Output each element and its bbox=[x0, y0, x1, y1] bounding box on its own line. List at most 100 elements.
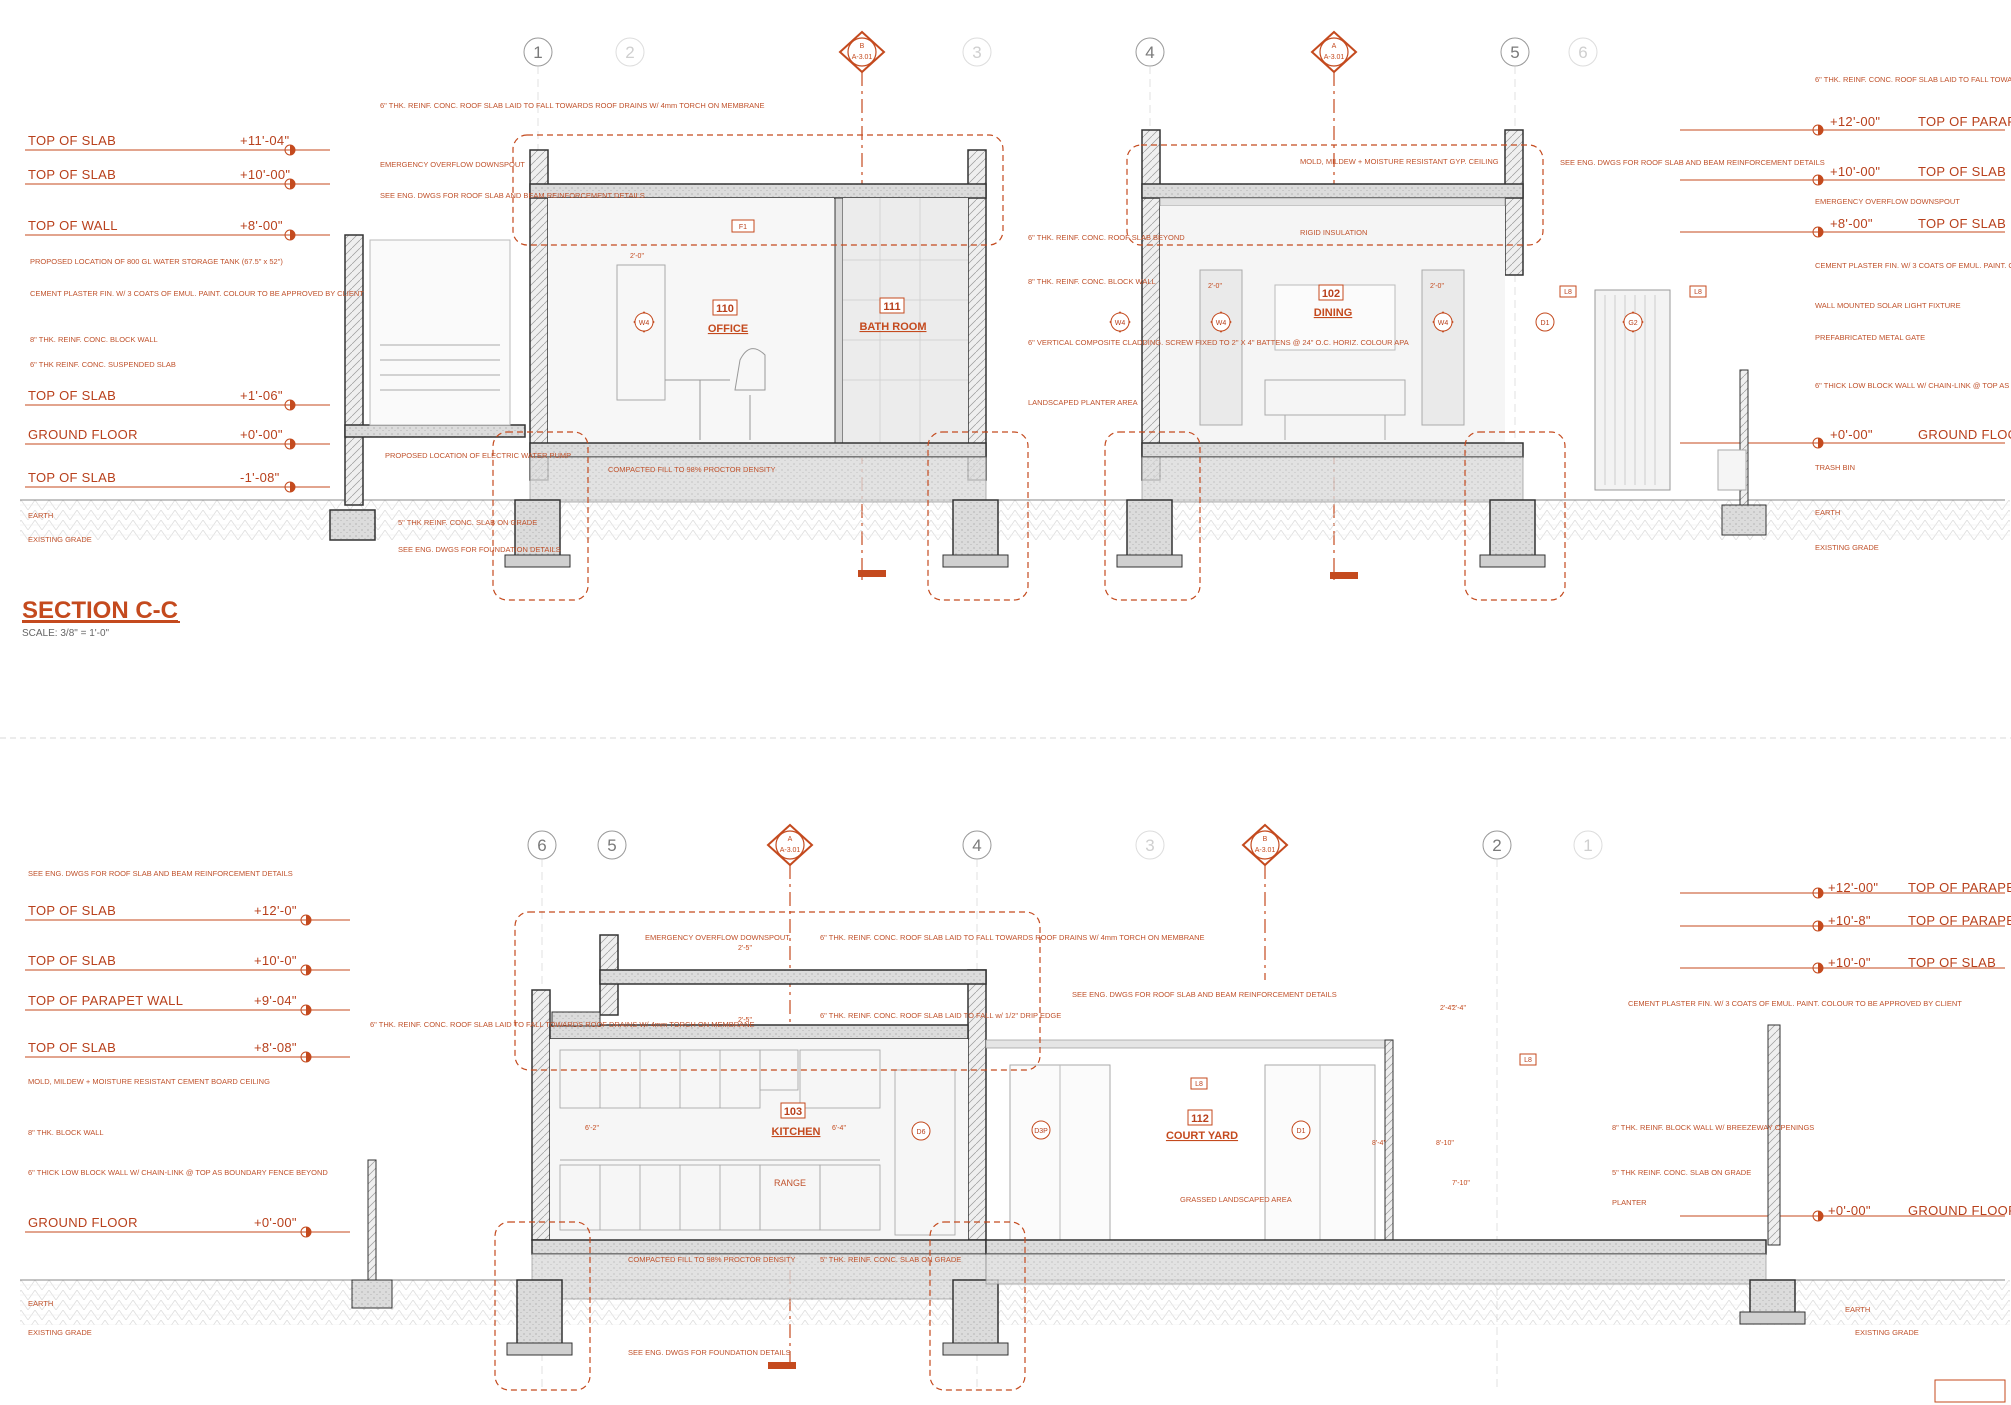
office-bath-building bbox=[504, 149, 1009, 568]
level-value: +8'-00" bbox=[1830, 216, 1873, 231]
level-line: TOP OF SLAB +10'-0" bbox=[1680, 955, 2005, 974]
note: CEMENT PLASTER FIN. W/ 3 COATS OF EMUL. … bbox=[30, 289, 364, 298]
level-name: TOP OF SLAB bbox=[28, 903, 116, 918]
level-value: -1'-08" bbox=[240, 470, 280, 485]
section-marker-b-lower: B A-3.01 bbox=[1241, 823, 1289, 980]
notes-right-lower: CEMENT PLASTER FIN. W/ 3 COATS OF EMUL. … bbox=[1612, 999, 1962, 1337]
room-tag-office: 110 OFFICE bbox=[708, 299, 748, 335]
courtyard bbox=[351, 1024, 1806, 1325]
note: 8" THK. REINF. CONC. BLOCK WALL bbox=[30, 335, 158, 344]
level-line: TOP OF PARAPET +12'-00" bbox=[1680, 114, 2011, 136]
earth-band bbox=[20, 500, 2010, 540]
note: 6" THK. REINF. CONC. ROOF SLAB LAID TO F… bbox=[820, 1011, 1061, 1020]
note: 6" THK. REINF. CONC. ROOF SLAB LAID TO F… bbox=[1815, 75, 2011, 84]
note: WALL MOUNTED SOLAR LIGHT FIXTURE bbox=[1815, 301, 1961, 310]
level-line: TOP OF SLAB +10'-00" bbox=[25, 167, 330, 190]
tag-label: L8 bbox=[1694, 289, 1702, 296]
notes-left-lower: SEE ENG. DWGS FOR ROOF SLAB AND BEAM REI… bbox=[28, 869, 328, 1337]
grid-label: 6 bbox=[537, 836, 546, 855]
marker-sheet: A-3.01 bbox=[852, 54, 873, 61]
notes-mid-upper: 6" THK. REINF. CONC. ROOF SLAB LAID TO F… bbox=[380, 101, 1825, 554]
dimension: 8'-4" bbox=[1372, 1140, 1386, 1147]
level-value: +11'-04" bbox=[240, 133, 289, 148]
range-label: RANGE bbox=[774, 1178, 806, 1188]
tag-w4-1: W4 bbox=[633, 311, 655, 333]
note: EXISTING GRADE bbox=[1855, 1328, 1919, 1337]
level-value: +12'-00" bbox=[1830, 114, 1880, 129]
level-line: TOP OF SLAB -1'-08" bbox=[25, 470, 330, 493]
marker-sheet: A-3.01 bbox=[780, 847, 801, 854]
note: RIGID INSULATION bbox=[1300, 228, 1367, 237]
tag-label: F1 bbox=[739, 224, 747, 231]
note: 6" THK. REINF. CONC. ROOF SLAB LAID TO F… bbox=[380, 101, 765, 110]
grid-label: 1 bbox=[1583, 836, 1592, 855]
level-value: +10'-0" bbox=[254, 953, 297, 968]
level-value: +8'-00" bbox=[240, 218, 283, 233]
level-value: +10'-8" bbox=[1828, 913, 1871, 928]
note: 6" THICK LOW BLOCK WALL W/ CHAIN-LINK @ … bbox=[28, 1168, 328, 1177]
note: SEE ENG. DWGS FOR FOUNDATION DETAILS bbox=[398, 545, 561, 554]
note: PREFABRICATED METAL GATE bbox=[1815, 333, 1925, 342]
dimension: 6'-4" bbox=[832, 1125, 846, 1132]
dimension: 7'-10" bbox=[1452, 1180, 1470, 1187]
note: 6" THK. REINF. CONC. ROOF SLAB LAID TO F… bbox=[370, 1020, 755, 1029]
tag-d1-lower: D1 bbox=[1291, 1120, 1311, 1140]
tag-label: D1 bbox=[1297, 1128, 1306, 1135]
level-value: +0'-00" bbox=[254, 1215, 297, 1230]
note: EARTH bbox=[28, 1299, 53, 1308]
dimension: 2'-5" bbox=[738, 945, 752, 952]
notes-left-upper: PROPOSED LOCATION OF 800 GL WATER STORAG… bbox=[28, 257, 364, 544]
marker-letter: A bbox=[788, 836, 793, 843]
level-name: TOP OF PARAPET WALL bbox=[28, 993, 183, 1008]
grid-bubble-4: 4 bbox=[962, 830, 992, 860]
room-tag-kitchen: 103 KITCHEN bbox=[772, 1102, 820, 1138]
room-name: BATH ROOM bbox=[859, 321, 926, 333]
level-name: TOP OF SLAB bbox=[1918, 216, 2006, 231]
tag-label: D6 bbox=[917, 1129, 926, 1136]
room-number: 112 bbox=[1191, 1113, 1209, 1125]
grid-label: 4 bbox=[1145, 43, 1154, 62]
note: MOLD, MILDEW + MOISTURE RESISTANT CEMENT… bbox=[28, 1077, 270, 1086]
tag-label: W4 bbox=[1438, 320, 1449, 327]
note: LANDSCAPED PLANTER AREA bbox=[1028, 398, 1138, 407]
marker-letter: A bbox=[1332, 43, 1337, 50]
grid-bubble-2: 2 bbox=[615, 37, 645, 67]
levels-left-lower: TOP OF SLAB +12'-0" TOP OF SLAB +10'-0" … bbox=[25, 903, 350, 1238]
note: EXISTING GRADE bbox=[28, 1328, 92, 1337]
tag-d3p: D3P bbox=[1031, 1120, 1051, 1140]
level-value: +10'-00" bbox=[240, 167, 290, 182]
note: SEE ENG. DWGS FOR ROOF SLAB AND BEAM REI… bbox=[380, 191, 645, 200]
level-name: TOP OF SLAB bbox=[28, 1040, 116, 1055]
grid-bubble-5: 5 bbox=[597, 830, 627, 860]
note: PROPOSED LOCATION OF 800 GL WATER STORAG… bbox=[30, 257, 283, 266]
level-name: TOP OF PARAPET WALL bbox=[1908, 913, 2011, 928]
marker-letter: B bbox=[1263, 836, 1268, 843]
section-marker-b-upper: B A-3.01 bbox=[838, 30, 886, 580]
grid-bubble-1: 1 bbox=[523, 37, 553, 67]
grid-label: 2 bbox=[1492, 836, 1501, 855]
note: SEE ENG. DWGS FOR FOUNDATION DETAILS bbox=[628, 1348, 791, 1357]
level-value: +0'-00" bbox=[1830, 427, 1873, 442]
note: EXISTING GRADE bbox=[1815, 543, 1879, 552]
level-value: +8'-08" bbox=[254, 1040, 297, 1055]
section-scale: SCALE: 3/8" = 1'-0" bbox=[22, 628, 110, 639]
note: EXISTING GRADE bbox=[28, 535, 92, 544]
note: EMERGENCY OVERFLOW DOWNSPOUT bbox=[645, 933, 790, 942]
note: EMERGENCY OVERFLOW DOWNSPOUT bbox=[1815, 197, 1960, 206]
note: MOLD, MILDEW + MOISTURE RESISTANT GYP. C… bbox=[1300, 157, 1499, 166]
room-number: 102 bbox=[1322, 288, 1340, 300]
note: EARTH bbox=[1815, 508, 1840, 517]
marker-sheet: A-3.01 bbox=[1255, 847, 1276, 854]
level-name: TOP OF PARAPET bbox=[1918, 114, 2011, 129]
levels-right-upper: TOP OF PARAPET +12'-00" TOP OF SLAB +10'… bbox=[1680, 114, 2011, 449]
grid-label: 3 bbox=[1145, 836, 1154, 855]
tag-label: D3P bbox=[1034, 1128, 1048, 1135]
level-line: TOP OF SLAB +11'-04" bbox=[25, 133, 330, 156]
marker-letter: B bbox=[860, 43, 865, 50]
grid-bubble-6: 6 bbox=[1568, 37, 1598, 67]
level-name: TOP OF SLAB bbox=[28, 953, 116, 968]
level-value: +0'-00" bbox=[240, 427, 283, 442]
note: EARTH bbox=[1845, 1305, 1870, 1314]
level-name: GROUND FLOOR bbox=[28, 427, 138, 442]
note: PLANTER bbox=[1612, 1198, 1647, 1207]
